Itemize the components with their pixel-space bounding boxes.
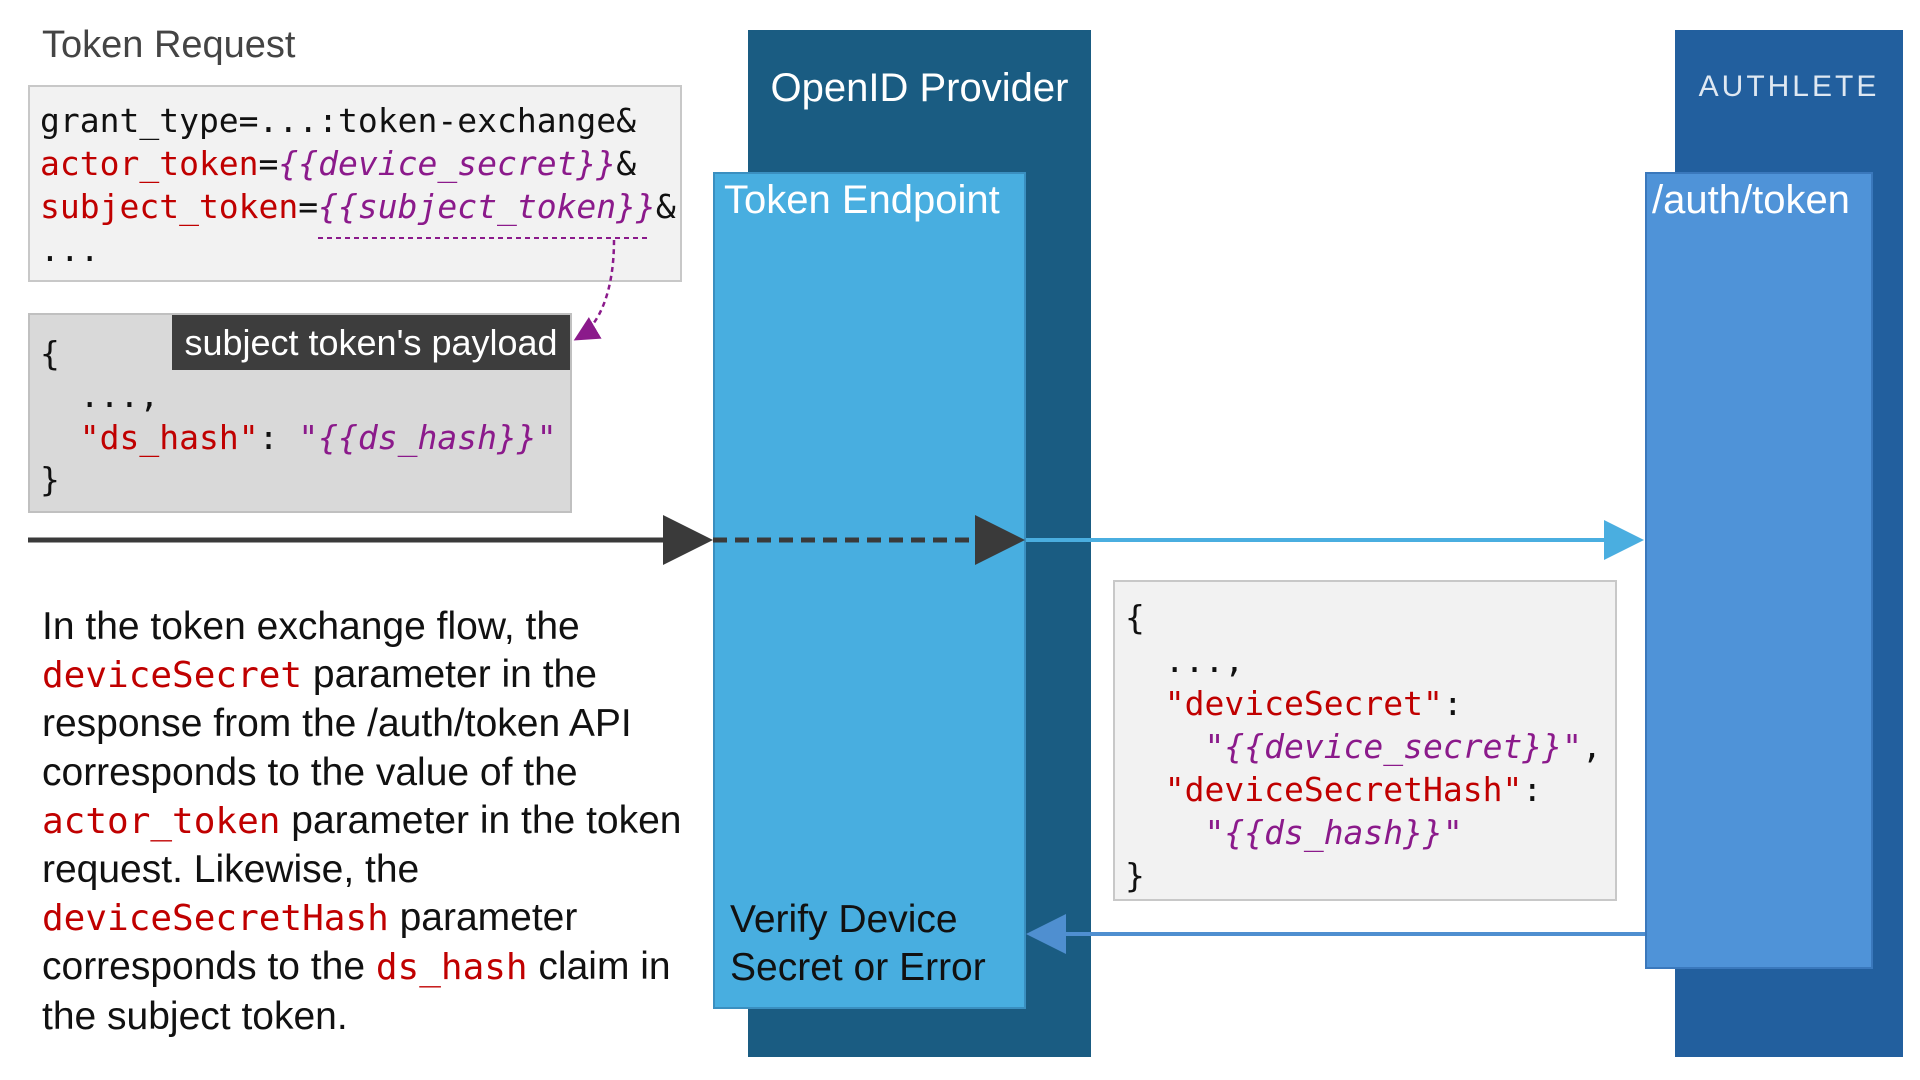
payload-open-brace: { — [40, 334, 60, 373]
auth-token-api-box — [1645, 172, 1873, 969]
device-secret-value: "{{device_secret}}" — [1204, 727, 1582, 766]
equals-sign: = — [298, 187, 319, 226]
payload-colon: : — [258, 418, 299, 457]
device-secret-key: "deviceSecret" — [1164, 684, 1443, 723]
subject-token-pointer — [573, 239, 616, 341]
subject-token-value: {{subject_token}} — [318, 187, 656, 226]
verify-line-2: Secret or Error — [730, 946, 986, 989]
verify-line-1: Verify Device — [730, 898, 958, 941]
note-part-2: parameter in the response from the /auth… — [42, 653, 632, 794]
payload-ellipsis: ..., — [79, 376, 160, 415]
note-actor-token-code: actor_token — [42, 800, 281, 842]
note-part-5: claim in the subject token. — [42, 945, 671, 1038]
token-endpoint-box — [713, 172, 1026, 1009]
response-ellipsis: ..., — [1164, 641, 1245, 680]
request-ellipsis: ... — [40, 230, 100, 269]
grant-type-line: grant_type=...:token-exchange& — [40, 101, 637, 140]
equals-sign: = — [258, 144, 279, 183]
payload-close-brace: } — [40, 460, 60, 499]
ds-hash-value: "{{ds_hash}}" — [298, 418, 557, 457]
response-colon: : — [1522, 770, 1543, 809]
note-device-secret-code: deviceSecret — [42, 655, 303, 697]
subject-token-payload-label: subject token's payload — [172, 315, 570, 370]
note-ds-hash-code: ds_hash — [375, 947, 528, 989]
actor-token-value: {{device_secret}} — [278, 144, 617, 183]
token-endpoint-title: Token Endpoint — [724, 178, 1000, 222]
note-device-secret-hash-code: deviceSecretHash — [42, 898, 389, 940]
note-part-4: parameter corresponds to the — [42, 896, 578, 989]
ds-hash-key: "ds_hash" — [79, 418, 259, 457]
note-part-3: parameter in the token request. Likewise… — [42, 798, 682, 892]
openid-provider-title: OpenID Provider — [770, 66, 1069, 110]
device-secret-hash-key: "deviceSecretHash" — [1164, 770, 1523, 809]
response-comma: , — [1581, 727, 1602, 766]
subject-token-key: subject_token — [40, 187, 299, 226]
response-open-brace: { — [1125, 598, 1145, 637]
device-secret-hash-value: "{{ds_hash}}" — [1204, 813, 1463, 852]
actor-token-key: actor_token — [40, 144, 259, 183]
ampersand: & — [616, 144, 637, 183]
note-part-1: In the token exchange flow, the — [42, 605, 580, 648]
response-close-brace: } — [1125, 856, 1145, 895]
token-request-title: Token Request — [42, 24, 296, 66]
authlete-logo: AUTHLETE — [1698, 70, 1880, 103]
explanation-text: In the token exchange flow, the deviceSe… — [42, 603, 682, 1041]
ampersand: & — [655, 187, 676, 226]
token-request-code-box: grant_type=...:token-exchange& actor_tok… — [28, 85, 682, 282]
auth-token-api-title: /auth/token — [1652, 178, 1850, 222]
auth-token-response-box: { ..., "deviceSecret": "{{device_secret}… — [1113, 580, 1617, 901]
response-colon: : — [1442, 684, 1463, 723]
